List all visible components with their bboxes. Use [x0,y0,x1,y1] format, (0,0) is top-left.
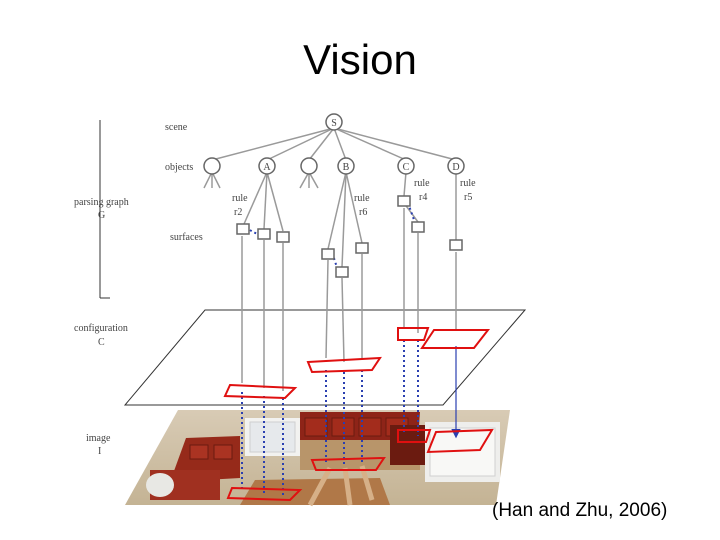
label-scene: scene [165,122,188,133]
level-labels: scene objects parsing graph G surfaces c… [74,122,203,457]
svg-text:C: C [403,162,410,173]
slide-title: Vision [303,36,417,83]
label-image-symbol: I [98,446,101,457]
svg-text:S: S [331,118,337,129]
image-surfaces [226,428,494,502]
parsing-graph-bracket [99,120,110,299]
dotted-links [241,202,419,498]
rule-symbol-r2: r2 [234,207,242,218]
rule-labels: rule r2 rule r6 rule r4 rule r5 [232,178,476,218]
rule-symbol-r4: r4 [419,192,427,203]
label-configuration: configuration [74,323,128,334]
rule-word-r5: rule [460,178,476,189]
label-parsing-graph: parsing graph [74,197,129,208]
rule-symbol-r6: r6 [359,207,367,218]
object-node-3 [300,157,318,175]
label-objects: objects [165,162,193,173]
object-node-b: B [337,157,355,175]
object-node-1 [203,157,221,175]
object-node-d: D [447,157,465,175]
svg-text:B: B [343,162,350,173]
object-node-a: A [258,157,276,175]
object-node-c: C [397,157,415,175]
tree-edges [203,127,457,391]
svg-text:D: D [452,162,459,173]
rule-word-r6: rule [354,193,370,204]
label-image: image [86,433,111,444]
svg-text:A: A [263,162,271,173]
rule-word-r2: rule [232,193,248,204]
kitchen-photo [125,410,510,507]
surface-nodes [236,195,463,278]
label-parsing-graph-symbol: G [98,210,105,221]
configuration-surfaces [223,327,491,400]
object-nodes: A B C D [203,157,465,175]
citation: (Han and Zhu, 2006) [492,500,668,521]
label-surfaces: surfaces [170,232,203,243]
rule-symbol-r5: r5 [464,192,472,203]
scene-root-node: S [325,113,343,131]
label-configuration-symbol: C [98,337,105,348]
rule-word-r4: rule [414,178,430,189]
